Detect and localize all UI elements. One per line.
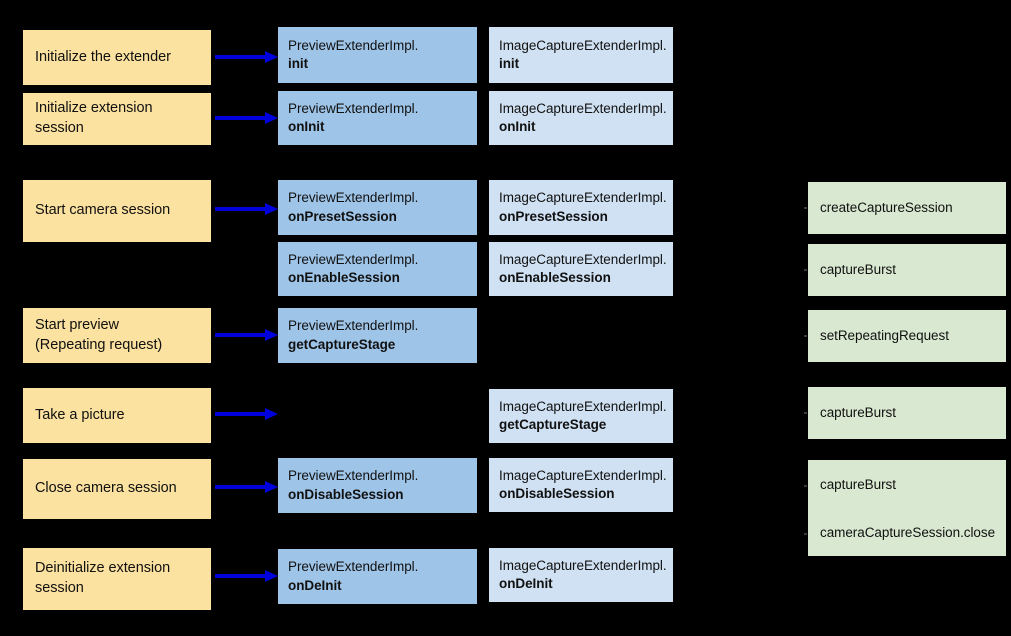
connector-tick [804,335,807,337]
method-name-label: onDisableSession [499,486,615,501]
stage-label-line: Start preview [35,316,119,333]
class-name-label: PreviewExtenderImpl. [288,190,419,206]
method-name-label: getCaptureStage [288,336,396,352]
stage-label-line: Close camera session [35,480,177,497]
connector-tick [804,269,807,271]
image-capture-extender-box: ImageCaptureExtenderImpl. onDisableSessio… [489,458,673,512]
connector-tick [804,532,807,535]
image-capture-extender-box: ImageCaptureExtenderImpl. init [489,27,673,83]
preview-extender-box: PreviewExtenderImpl. onInit [278,91,477,145]
arrow-shaft [215,574,266,578]
method-name-label: onDeInit [499,576,553,591]
camera2-api-label: setRepeatingRequest [820,327,949,343]
image-capture-extender-box: ImageCaptureExtenderImpl. onPresetSession [489,180,673,235]
method-name-label: init [499,56,520,71]
stage-label-line: Start camera session [35,202,171,219]
class-name-label: ImageCaptureExtenderImpl. [499,100,667,116]
stage-box: Start preview (Repeating request) [23,308,211,363]
method-name-label: onInit [499,119,536,134]
arrow-shaft [215,333,266,337]
preview-extender-box: PreviewExtenderImpl. getCaptureStage [278,308,477,363]
arrow-shaft [215,485,266,489]
stage-label-line: Deinitialize extension [35,560,171,577]
camera2-api-box: captureBurst [808,387,1006,439]
flow-arrow [215,481,278,493]
stage-box: Deinitialize extension session [23,548,211,610]
camera2-api-label: captureBurst [820,404,896,420]
stage-box: Take a picture [23,388,211,443]
stage-box: Initialize extension session [23,93,211,145]
stage-label-line: Initialize the extender [35,48,171,65]
flow-arrow [215,203,278,215]
preview-extender-box: PreviewExtenderImpl. onDisableSession [278,458,477,513]
stage-box: Initialize the extender [23,30,211,85]
preview-extender-box: PreviewExtenderImpl. onPresetSession [278,180,477,235]
method-name-label: onEnableSession [288,270,400,285]
flow-arrow [215,329,278,341]
image-capture-extender-box: ImageCaptureExtenderImpl. onDeInit [489,548,673,602]
class-name-label: PreviewExtenderImpl. [288,100,419,116]
camera2-api-box: setRepeatingRequest [808,310,1006,362]
method-name-label: init [288,56,309,71]
camera2-api-box: createCaptureSession [808,182,1006,234]
stage-label-line: Initialize extension [35,100,153,117]
arrow-head-icon [265,203,278,215]
camera2-api-box: captureBurst [808,460,1006,511]
arrow-shaft [215,412,266,416]
preview-extender-box: PreviewExtenderImpl. onEnableSession [278,242,477,296]
method-name-label: onEnableSession [499,270,611,285]
method-name-label: onInit [288,119,325,134]
camera2-api-label: createCaptureSession [820,199,953,215]
image-capture-extender-box: ImageCaptureExtenderImpl. onInit [489,91,673,145]
preview-extender-box: PreviewExtenderImpl. onDeInit [278,549,477,604]
class-name-label: PreviewExtenderImpl. [288,37,419,53]
flow-arrow [215,112,278,124]
stage-label-line: session [35,580,84,596]
arrow-head-icon [265,51,278,63]
arrow-head-icon [265,112,278,124]
class-name-label: ImageCaptureExtenderImpl. [499,251,667,267]
method-name-label: getCaptureStage [499,417,607,432]
connector-tick [804,207,807,209]
class-name-label: PreviewExtenderImpl. [288,559,419,575]
arrow-shaft [215,116,266,120]
stage-label-line: Take a picture [35,406,125,423]
class-name-label: PreviewExtenderImpl. [288,318,419,334]
camera2-api-box: cameraCaptureSession.close [808,511,1006,556]
class-name-label: ImageCaptureExtenderImpl. [499,398,667,414]
class-name-label: PreviewExtenderImpl. [288,468,419,484]
preview-extender-box: PreviewExtenderImpl. init [278,27,477,83]
arrow-head-icon [265,408,278,420]
class-name-label: ImageCaptureExtenderImpl. [499,37,667,53]
image-capture-extender-box: ImageCaptureExtenderImpl. onEnableSession [489,242,673,296]
flow-arrow [215,408,278,420]
flow-arrow [215,570,278,582]
camera2-api-label: cameraCaptureSession.close [820,525,996,541]
method-name-label: onDisableSession [288,486,404,502]
class-name-label: ImageCaptureExtenderImpl. [499,467,667,483]
flow-arrow [215,51,278,63]
camera2-api-box: captureBurst [808,244,1006,296]
method-name-label: onDeInit [288,577,342,593]
image-capture-extender-box: ImageCaptureExtenderImpl. getCaptureStage [489,389,673,443]
class-name-label: ImageCaptureExtenderImpl. [499,557,667,573]
arrow-shaft [215,55,266,59]
camera2-api-label: captureBurst [820,477,896,493]
camera2-api-label: captureBurst [820,261,896,277]
connector-tick [804,484,807,487]
arrow-shaft [215,207,266,211]
stage-box: Start camera session [23,180,211,242]
arrow-head-icon [265,329,278,341]
arrow-head-icon [265,481,278,493]
class-name-label: ImageCaptureExtenderImpl. [499,190,667,206]
connector-tick [804,412,807,414]
method-name-label: onPresetSession [499,208,608,224]
method-name-label: onPresetSession [288,208,397,224]
arrow-head-icon [265,570,278,582]
stage-label-line: session [35,120,84,136]
stage-box: Close camera session [23,459,211,519]
class-name-label: PreviewExtenderImpl. [288,251,419,267]
stage-label-line: (Repeating request) [35,336,163,353]
